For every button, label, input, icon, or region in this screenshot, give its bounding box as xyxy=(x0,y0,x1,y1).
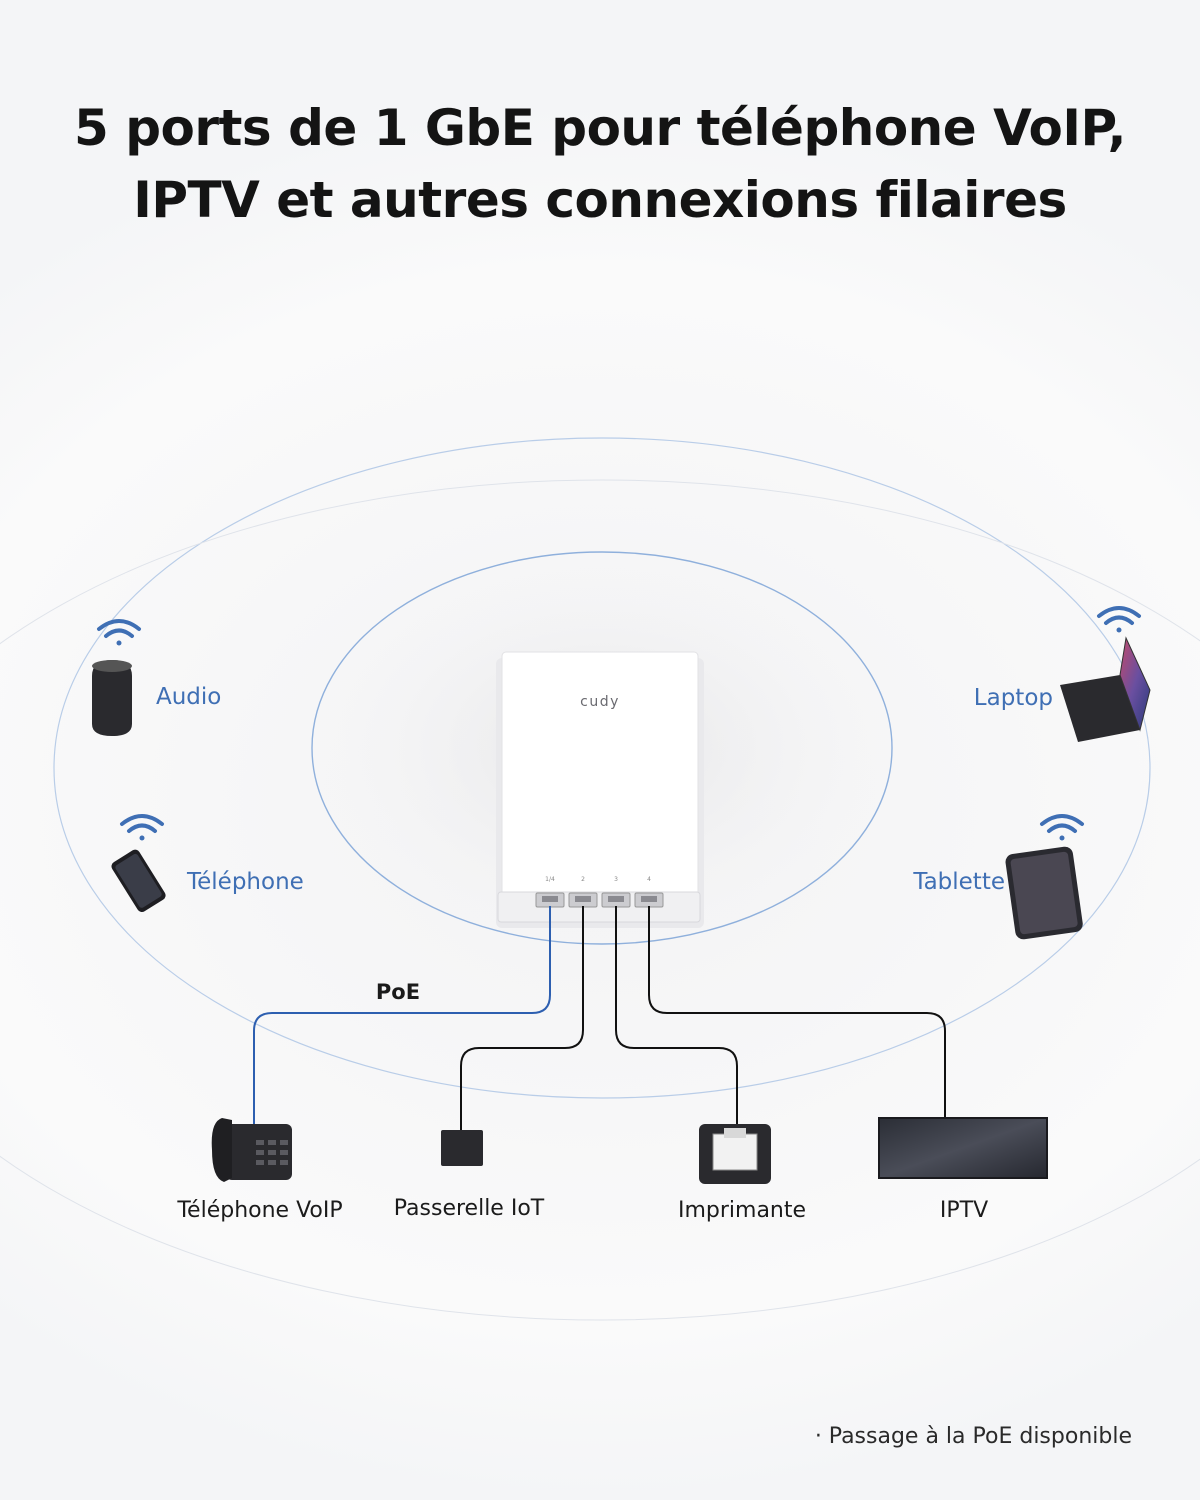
wireless-device-label: Tablette xyxy=(912,869,1005,895)
poe-cable xyxy=(253,906,551,1128)
wifi-icon xyxy=(1040,814,1084,841)
wired-device-label: IPTV xyxy=(940,1198,988,1223)
port-label-4: 4 xyxy=(647,876,651,883)
printer-icon xyxy=(699,1124,771,1184)
laptop-icon xyxy=(1060,636,1151,742)
wireless-device-label: Laptop xyxy=(974,685,1053,711)
wired-device-label: Imprimante xyxy=(678,1198,806,1223)
port-label-3: 3 xyxy=(614,876,618,883)
port-label-1: 1/4 xyxy=(545,876,555,883)
port-label-2: 2 xyxy=(581,876,585,883)
page-title: 5 ports de 1 GbE pour téléphone VoIP, IP… xyxy=(0,92,1200,236)
title-line-1: 5 ports de 1 GbE pour téléphone VoIP, xyxy=(74,99,1126,157)
smart-speaker-icon xyxy=(92,660,132,736)
ethernet-port-4 xyxy=(634,892,664,908)
cable-printer xyxy=(615,906,738,1126)
poe-label: PoE xyxy=(376,980,420,1004)
smartphone-icon xyxy=(111,849,166,913)
wireless-device-label: Audio xyxy=(156,684,221,710)
wireless-device-label: Téléphone xyxy=(186,869,304,895)
cable-iptv xyxy=(648,906,946,1120)
desk-phone-icon xyxy=(211,1118,292,1182)
ethernet-port-3 xyxy=(601,892,631,908)
title-line-2: IPTV et autres connexions filaires xyxy=(133,171,1067,229)
cable-iot-gateway xyxy=(460,906,584,1132)
tablet-icon xyxy=(1005,846,1083,940)
footnote: · Passage à la PoE disponible xyxy=(814,1424,1132,1449)
wifi-icon xyxy=(120,814,164,841)
tv-icon xyxy=(878,1117,1048,1179)
outer-coverage-ring xyxy=(53,437,1151,1099)
bottom-arc xyxy=(0,479,1200,1321)
wifi-icon xyxy=(1097,606,1141,633)
ethernet-port-2 xyxy=(568,892,598,908)
wifi-icon xyxy=(97,619,141,646)
ethernet-port-1 xyxy=(535,892,565,908)
wired-device-label: Passerelle IoT xyxy=(394,1196,545,1221)
wall-access-point: cudy 1/4 2 3 4 xyxy=(496,651,704,928)
wired-device-label: Téléphone VoIP xyxy=(176,1198,342,1223)
brand-logo: cudy xyxy=(580,694,620,710)
iot-gateway-icon xyxy=(441,1130,483,1166)
